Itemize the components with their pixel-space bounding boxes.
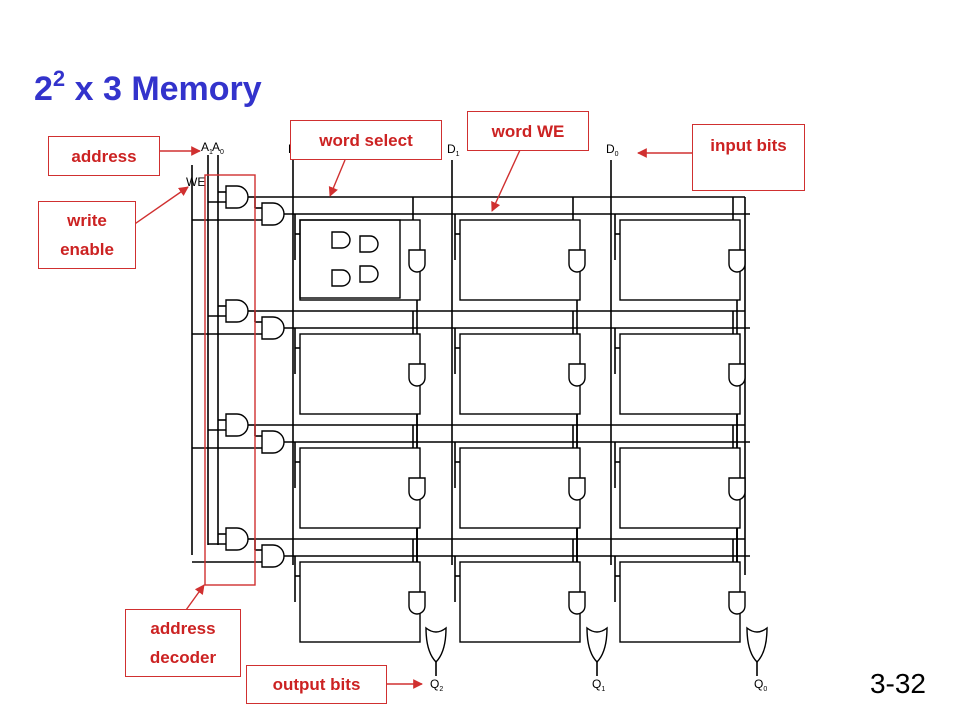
decoder-and-gate-3 — [225, 527, 249, 551]
latch-and-2 — [331, 269, 351, 287]
memory-cell-3-0 — [299, 561, 421, 643]
signal-d0: D0 — [606, 142, 619, 158]
input-bits-callout: input bits — [692, 124, 805, 191]
write-enable-callout: write enable — [38, 201, 136, 269]
memory-cell-2-2 — [619, 447, 741, 529]
memory-cell-2-0 — [299, 447, 421, 529]
output-bits-callout: output bits — [246, 665, 387, 704]
address-callout: address — [48, 136, 160, 176]
memory-cell-2-1 — [459, 447, 581, 529]
we-and-gate-0 — [261, 202, 285, 226]
output-and-gate-3-0 — [408, 591, 426, 615]
address-decoder-arrow — [185, 584, 205, 611]
output-and-gate-1-0 — [408, 363, 426, 387]
signal-q0: Q0 — [754, 677, 767, 693]
signal-a1: A1 — [201, 140, 213, 156]
output-or-gate-1 — [586, 626, 608, 664]
output-and-gate-0-0 — [408, 249, 426, 273]
signal-q2: Q2 — [430, 677, 443, 693]
output-and-gate-1-2 — [728, 363, 746, 387]
memory-cell-3-2 — [619, 561, 741, 643]
memory-cell-0-2 — [619, 219, 741, 301]
memory-cell-1-0 — [299, 333, 421, 415]
output-and-gate-2-2 — [728, 477, 746, 501]
signal-we: WE — [186, 175, 205, 189]
output-and-gate-1-1 — [568, 363, 586, 387]
signal-d1: D1 — [447, 142, 460, 158]
address-decoder-callout: address decoder — [125, 609, 241, 677]
page-title: 22 x 3 Memory — [34, 66, 262, 109]
memory-cell-1-1 — [459, 333, 581, 415]
word-select-arrow — [328, 159, 346, 197]
title-exponent: 2 — [52, 66, 66, 91]
memory-cell-1-2 — [619, 333, 741, 415]
page-number: 3-32 — [869, 668, 926, 699]
address-decoder-outline — [204, 174, 256, 586]
output-and-gate-0-2 — [728, 249, 746, 273]
latch-and-1 — [331, 231, 351, 249]
decoder-and-gate-0 — [225, 185, 249, 209]
decoder-and-gate-2 — [225, 413, 249, 437]
annotation-layer — [125, 146, 692, 689]
decoder-and-gate-1 — [225, 299, 249, 323]
word-select-callout: word select — [290, 120, 442, 160]
output-and-gate-3-2 — [728, 591, 746, 615]
signal-q1: Q1 — [592, 677, 605, 693]
title-base: 2 — [34, 70, 53, 108]
word-we-callout: word WE — [467, 111, 589, 151]
memory-cell-3-1 — [459, 561, 581, 643]
latch-nor-2 — [359, 265, 379, 283]
signal-a0: A0 — [212, 140, 224, 156]
we-and-gate-2 — [261, 430, 285, 454]
title-rest: x 3 Memory — [65, 70, 262, 108]
output-and-gate-2-0 — [408, 477, 426, 501]
latch-outline — [299, 219, 401, 299]
we-and-gate-1 — [261, 316, 285, 340]
we-and-gate-3 — [261, 544, 285, 568]
output-or-gate-0 — [425, 626, 447, 664]
output-and-gate-3-1 — [568, 591, 586, 615]
memory-cell-0-1 — [459, 219, 581, 301]
output-or-gate-2 — [746, 626, 768, 664]
word-we-arrow — [491, 149, 521, 212]
circuit-gates — [225, 185, 768, 664]
output-and-gate-2-1 — [568, 477, 586, 501]
latch-nor-1 — [359, 235, 379, 253]
output-and-gate-0-1 — [568, 249, 586, 273]
write-enable-arrow — [125, 186, 189, 231]
memory-cell-0-0 — [299, 219, 421, 301]
